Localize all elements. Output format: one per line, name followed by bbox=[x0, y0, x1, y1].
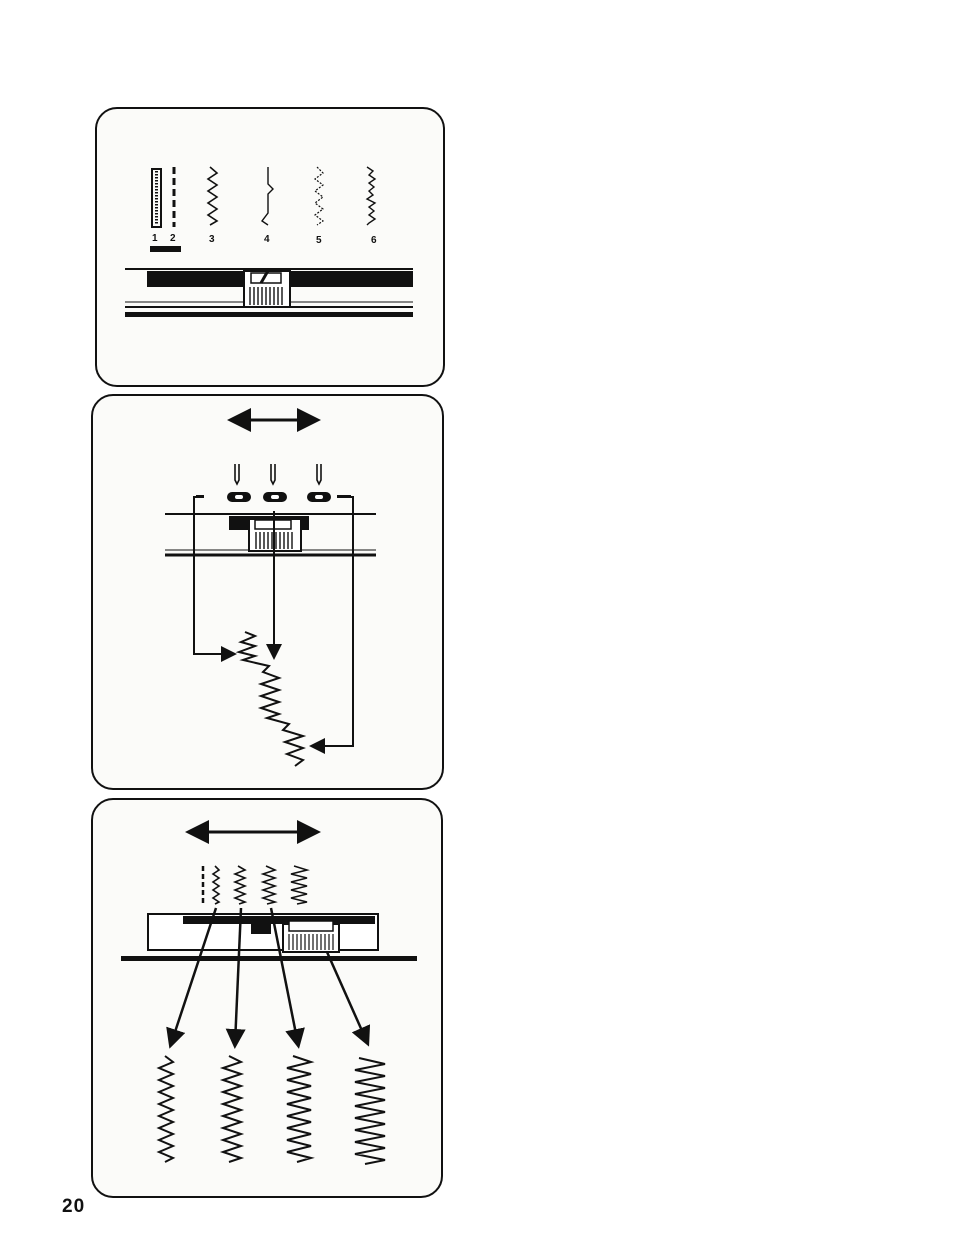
pattern-number-3: 3 bbox=[209, 234, 215, 245]
pattern-4-blind-stitch bbox=[262, 167, 273, 225]
needle-position-diagram bbox=[93, 396, 442, 788]
pattern-number-1: 1 bbox=[152, 233, 158, 244]
pattern-number-6: 6 bbox=[371, 235, 377, 246]
stitch-pattern-selector-panel: 1 2 3 4 5 6 bbox=[95, 107, 445, 387]
stitch-width-diagram bbox=[93, 800, 441, 1196]
pattern-number-5: 5 bbox=[316, 235, 322, 246]
needle-icon bbox=[235, 464, 321, 484]
page-number: 20 bbox=[62, 1196, 85, 1218]
needle-position-panel bbox=[91, 394, 444, 790]
narrow-zigzag-stitch bbox=[159, 1056, 173, 1162]
pattern-1-buttonhole-stitch bbox=[152, 169, 161, 227]
pattern-number-2: 2 bbox=[170, 233, 176, 244]
pattern-3-zigzag-stitch bbox=[208, 167, 217, 225]
stitch-pattern-diagram: 1 2 3 4 5 6 bbox=[97, 109, 443, 385]
wide-zigzag-stitch bbox=[287, 1056, 311, 1162]
pattern-5-multi-zigzag-stitch bbox=[315, 167, 323, 225]
pattern-6-shell-stitch bbox=[367, 167, 375, 225]
medium-zigzag-stitch bbox=[223, 1056, 241, 1162]
position-leader-lines bbox=[194, 497, 353, 746]
widest-zigzag-stitch bbox=[355, 1058, 385, 1164]
stitch-width-panel bbox=[91, 798, 443, 1198]
pattern-1-2-bracket bbox=[150, 246, 181, 252]
width-rail bbox=[121, 914, 417, 961]
selector-knob-icon[interactable] bbox=[244, 269, 290, 307]
selector-knob-icon[interactable] bbox=[283, 921, 339, 952]
pattern-number-4: 4 bbox=[264, 234, 270, 245]
needle-position-zigzag-stitch bbox=[239, 632, 303, 766]
width-indicator-icons bbox=[203, 866, 307, 904]
